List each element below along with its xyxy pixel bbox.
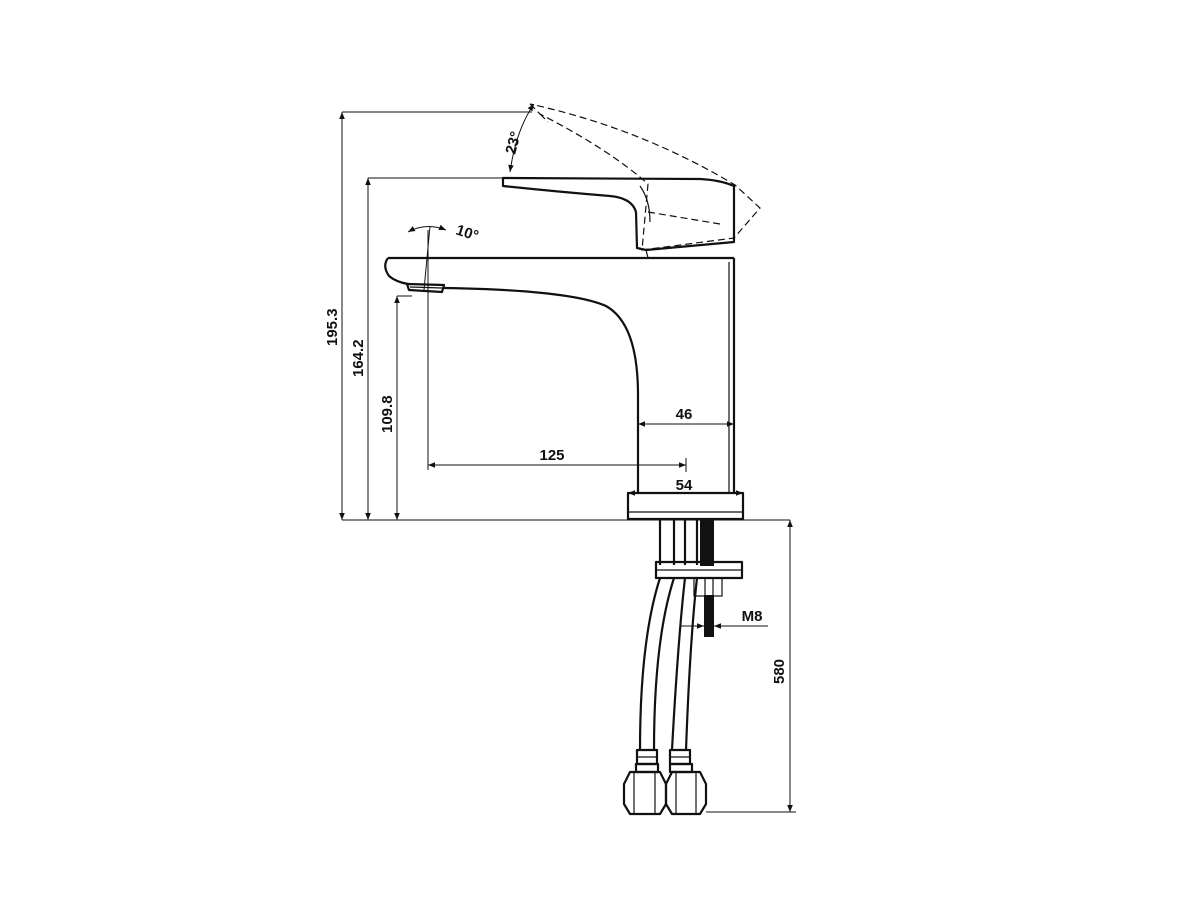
label-overall-height: 195.3 — [324, 308, 341, 346]
faucet-body — [384, 256, 736, 493]
dim-spout-angle: 10° — [407, 222, 481, 291]
supply-hoses — [622, 520, 708, 816]
label-lever-height: 164.2 — [350, 339, 367, 377]
dim-body-width: 46 — [638, 406, 735, 432]
label-base-width: 54 — [676, 477, 693, 494]
dim-overall-height: 195.3 — [324, 111, 532, 520]
label-body-width: 46 — [676, 406, 693, 423]
lever-open-position — [529, 103, 761, 251]
dim-spout-height: 109.8 — [379, 295, 412, 520]
label-hose-length: 580 — [771, 659, 788, 684]
dim-hose-length: 580 — [706, 520, 796, 813]
base-plate — [626, 491, 745, 521]
lever-handle — [501, 176, 736, 259]
dim-lever-angle: 23° — [502, 103, 535, 173]
dim-spout-reach: 125 — [427, 230, 687, 472]
mounting-nut — [654, 560, 744, 597]
dim-thread: M8 — [680, 608, 768, 629]
dim-base-width: 54 — [628, 477, 743, 496]
label-spout-height: 109.8 — [379, 395, 396, 433]
label-spout-angle: 10° — [454, 222, 481, 245]
label-lever-angle: 23° — [502, 130, 524, 156]
label-thread: M8 — [742, 608, 763, 625]
dim-lever-height: 164.2 — [350, 177, 503, 520]
label-spout-reach: 125 — [539, 447, 564, 464]
